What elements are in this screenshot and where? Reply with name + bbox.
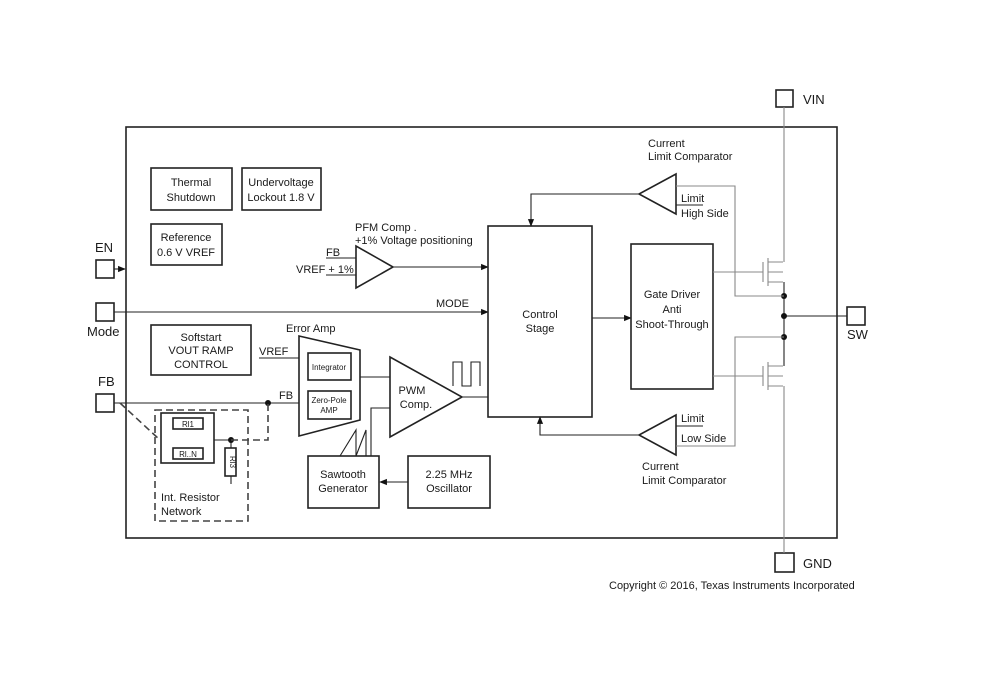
integrator-block: Integrator xyxy=(312,363,347,372)
gate-driver-block: Gate Driver Anti Shoot-Through xyxy=(630,243,714,390)
svg-text:Rl3: Rl3 xyxy=(228,456,237,469)
thermal-shutdown-block: Thermal Shutdown xyxy=(150,167,233,211)
copyright-text: Copyright © 2016, Texas Instruments Inco… xyxy=(609,580,855,592)
low-side-sense-wire xyxy=(676,336,784,447)
svg-text:Rl1: Rl1 xyxy=(182,420,195,429)
control-stage-block: Control Stage xyxy=(487,225,593,418)
error-amplifier: Error Amp Integrator Zero-Pole AMP xyxy=(286,323,361,438)
pin-en: EN xyxy=(95,240,115,279)
svg-text:Softstart: Softstart xyxy=(181,332,222,344)
svg-text:Generator: Generator xyxy=(318,483,368,495)
oscillator-block: 2.25 MHz Oscillator xyxy=(407,455,491,509)
svg-text:Reference: Reference xyxy=(161,232,212,244)
softstart-block: Softstart VOUT RAMP CONTROL xyxy=(150,324,252,376)
fb-to-network-dash xyxy=(119,402,161,441)
pin-fb-label: FB xyxy=(98,374,115,389)
svg-text:Limit Comparator: Limit Comparator xyxy=(642,475,727,487)
pin-sw-label: SW xyxy=(847,327,869,342)
vref-label: VREF xyxy=(259,346,289,358)
svg-text:CONTROL: CONTROL xyxy=(174,359,228,371)
pin-vin-label: VIN xyxy=(803,92,825,107)
svg-text:PWM: PWM xyxy=(399,385,426,397)
high-side-mosfet xyxy=(713,258,783,286)
int-resistor-network: Rl1 Rl..N Rl3 Int. Resistor Network xyxy=(154,409,249,522)
svg-text:Int. Resistor: Int. Resistor xyxy=(161,492,220,504)
undervoltage-lockout-block: Undervoltage Lockout 1.8 V xyxy=(241,167,322,211)
svg-text:Error Amp: Error Amp xyxy=(286,323,336,335)
svg-text:PFM Comp .: PFM Comp . xyxy=(355,222,417,234)
fb-line-label: FB xyxy=(279,390,293,402)
svg-text:Sawtooth: Sawtooth xyxy=(320,469,366,481)
reference-block: Reference 0.6 V VREF xyxy=(150,223,223,266)
svg-text:+1% Voltage positioning: +1% Voltage positioning xyxy=(355,235,473,247)
svg-text:0.6 V VREF: 0.6 V VREF xyxy=(157,247,215,259)
low-limit-to-control-wire xyxy=(536,416,639,436)
low-side-mosfet xyxy=(713,362,783,390)
pin-gnd-label: GND xyxy=(803,556,832,571)
svg-text:Gate Driver: Gate Driver xyxy=(644,289,701,301)
current-limit-comparator-low: Current Limit Comparator Limit Low Side xyxy=(637,413,727,487)
sawtooth-to-pwm-wire xyxy=(370,407,390,456)
svg-text:Stage: Stage xyxy=(526,323,555,335)
svg-text:Current: Current xyxy=(642,461,679,473)
high-side-sense-wire xyxy=(676,185,784,297)
pin-mode: Mode xyxy=(87,302,120,339)
svg-text:Current: Current xyxy=(648,138,685,150)
network-to-fb-dash xyxy=(231,403,269,441)
svg-text:Oscillator: Oscillator xyxy=(426,483,472,495)
svg-text:High Side: High Side xyxy=(681,208,729,220)
current-limit-comparator-high: Current Limit Comparator Limit High Side xyxy=(637,138,733,220)
svg-text:Shoot-Through: Shoot-Through xyxy=(635,319,708,331)
pwm-waveform-icon xyxy=(452,361,481,387)
pin-mode-label: Mode xyxy=(87,324,120,339)
sawtooth-generator-block: Sawtooth Generator xyxy=(307,455,380,509)
svg-text:Rl..N: Rl..N xyxy=(179,450,197,459)
mode-line-label: MODE xyxy=(436,298,469,310)
svg-text:Anti: Anti xyxy=(663,304,682,316)
svg-text:Limit: Limit xyxy=(681,193,704,205)
svg-text:Lockout 1.8 V: Lockout 1.8 V xyxy=(247,192,315,204)
pin-gnd: GND xyxy=(774,552,832,573)
pfm-comparator: PFM Comp . +1% Voltage positioning FB VR… xyxy=(296,222,473,290)
svg-text:Low Side: Low Side xyxy=(681,433,726,445)
svg-text:FB: FB xyxy=(326,247,340,259)
svg-text:Control: Control xyxy=(522,309,557,321)
junction-dot xyxy=(265,400,271,406)
junction-dot xyxy=(781,313,787,319)
svg-text:Thermal: Thermal xyxy=(171,177,211,189)
pin-sw: SW xyxy=(846,306,869,342)
svg-text:VREF + 1%: VREF + 1% xyxy=(296,264,354,276)
sawtooth-waveform-icon xyxy=(339,428,367,457)
high-limit-to-control-wire xyxy=(527,193,639,227)
svg-text:Comp.: Comp. xyxy=(400,399,432,411)
pin-fb: FB xyxy=(95,374,115,413)
svg-text:2.25 MHz: 2.25 MHz xyxy=(425,469,472,481)
zero-pole-amp-block: Zero-Pole xyxy=(311,396,347,405)
svg-text:Limit Comparator: Limit Comparator xyxy=(648,151,733,163)
pin-en-label: EN xyxy=(95,240,113,255)
pwm-comparator: PWM Comp. xyxy=(389,355,464,439)
svg-text:Limit: Limit xyxy=(681,413,704,425)
svg-text:Shutdown: Shutdown xyxy=(167,192,216,204)
pin-vin: VIN xyxy=(775,89,825,108)
svg-text:VOUT RAMP: VOUT RAMP xyxy=(168,345,233,357)
ic-boundary xyxy=(125,126,838,539)
svg-text:Network: Network xyxy=(161,506,202,518)
svg-text:AMP: AMP xyxy=(320,406,337,415)
svg-text:Undervoltage: Undervoltage xyxy=(248,177,313,189)
